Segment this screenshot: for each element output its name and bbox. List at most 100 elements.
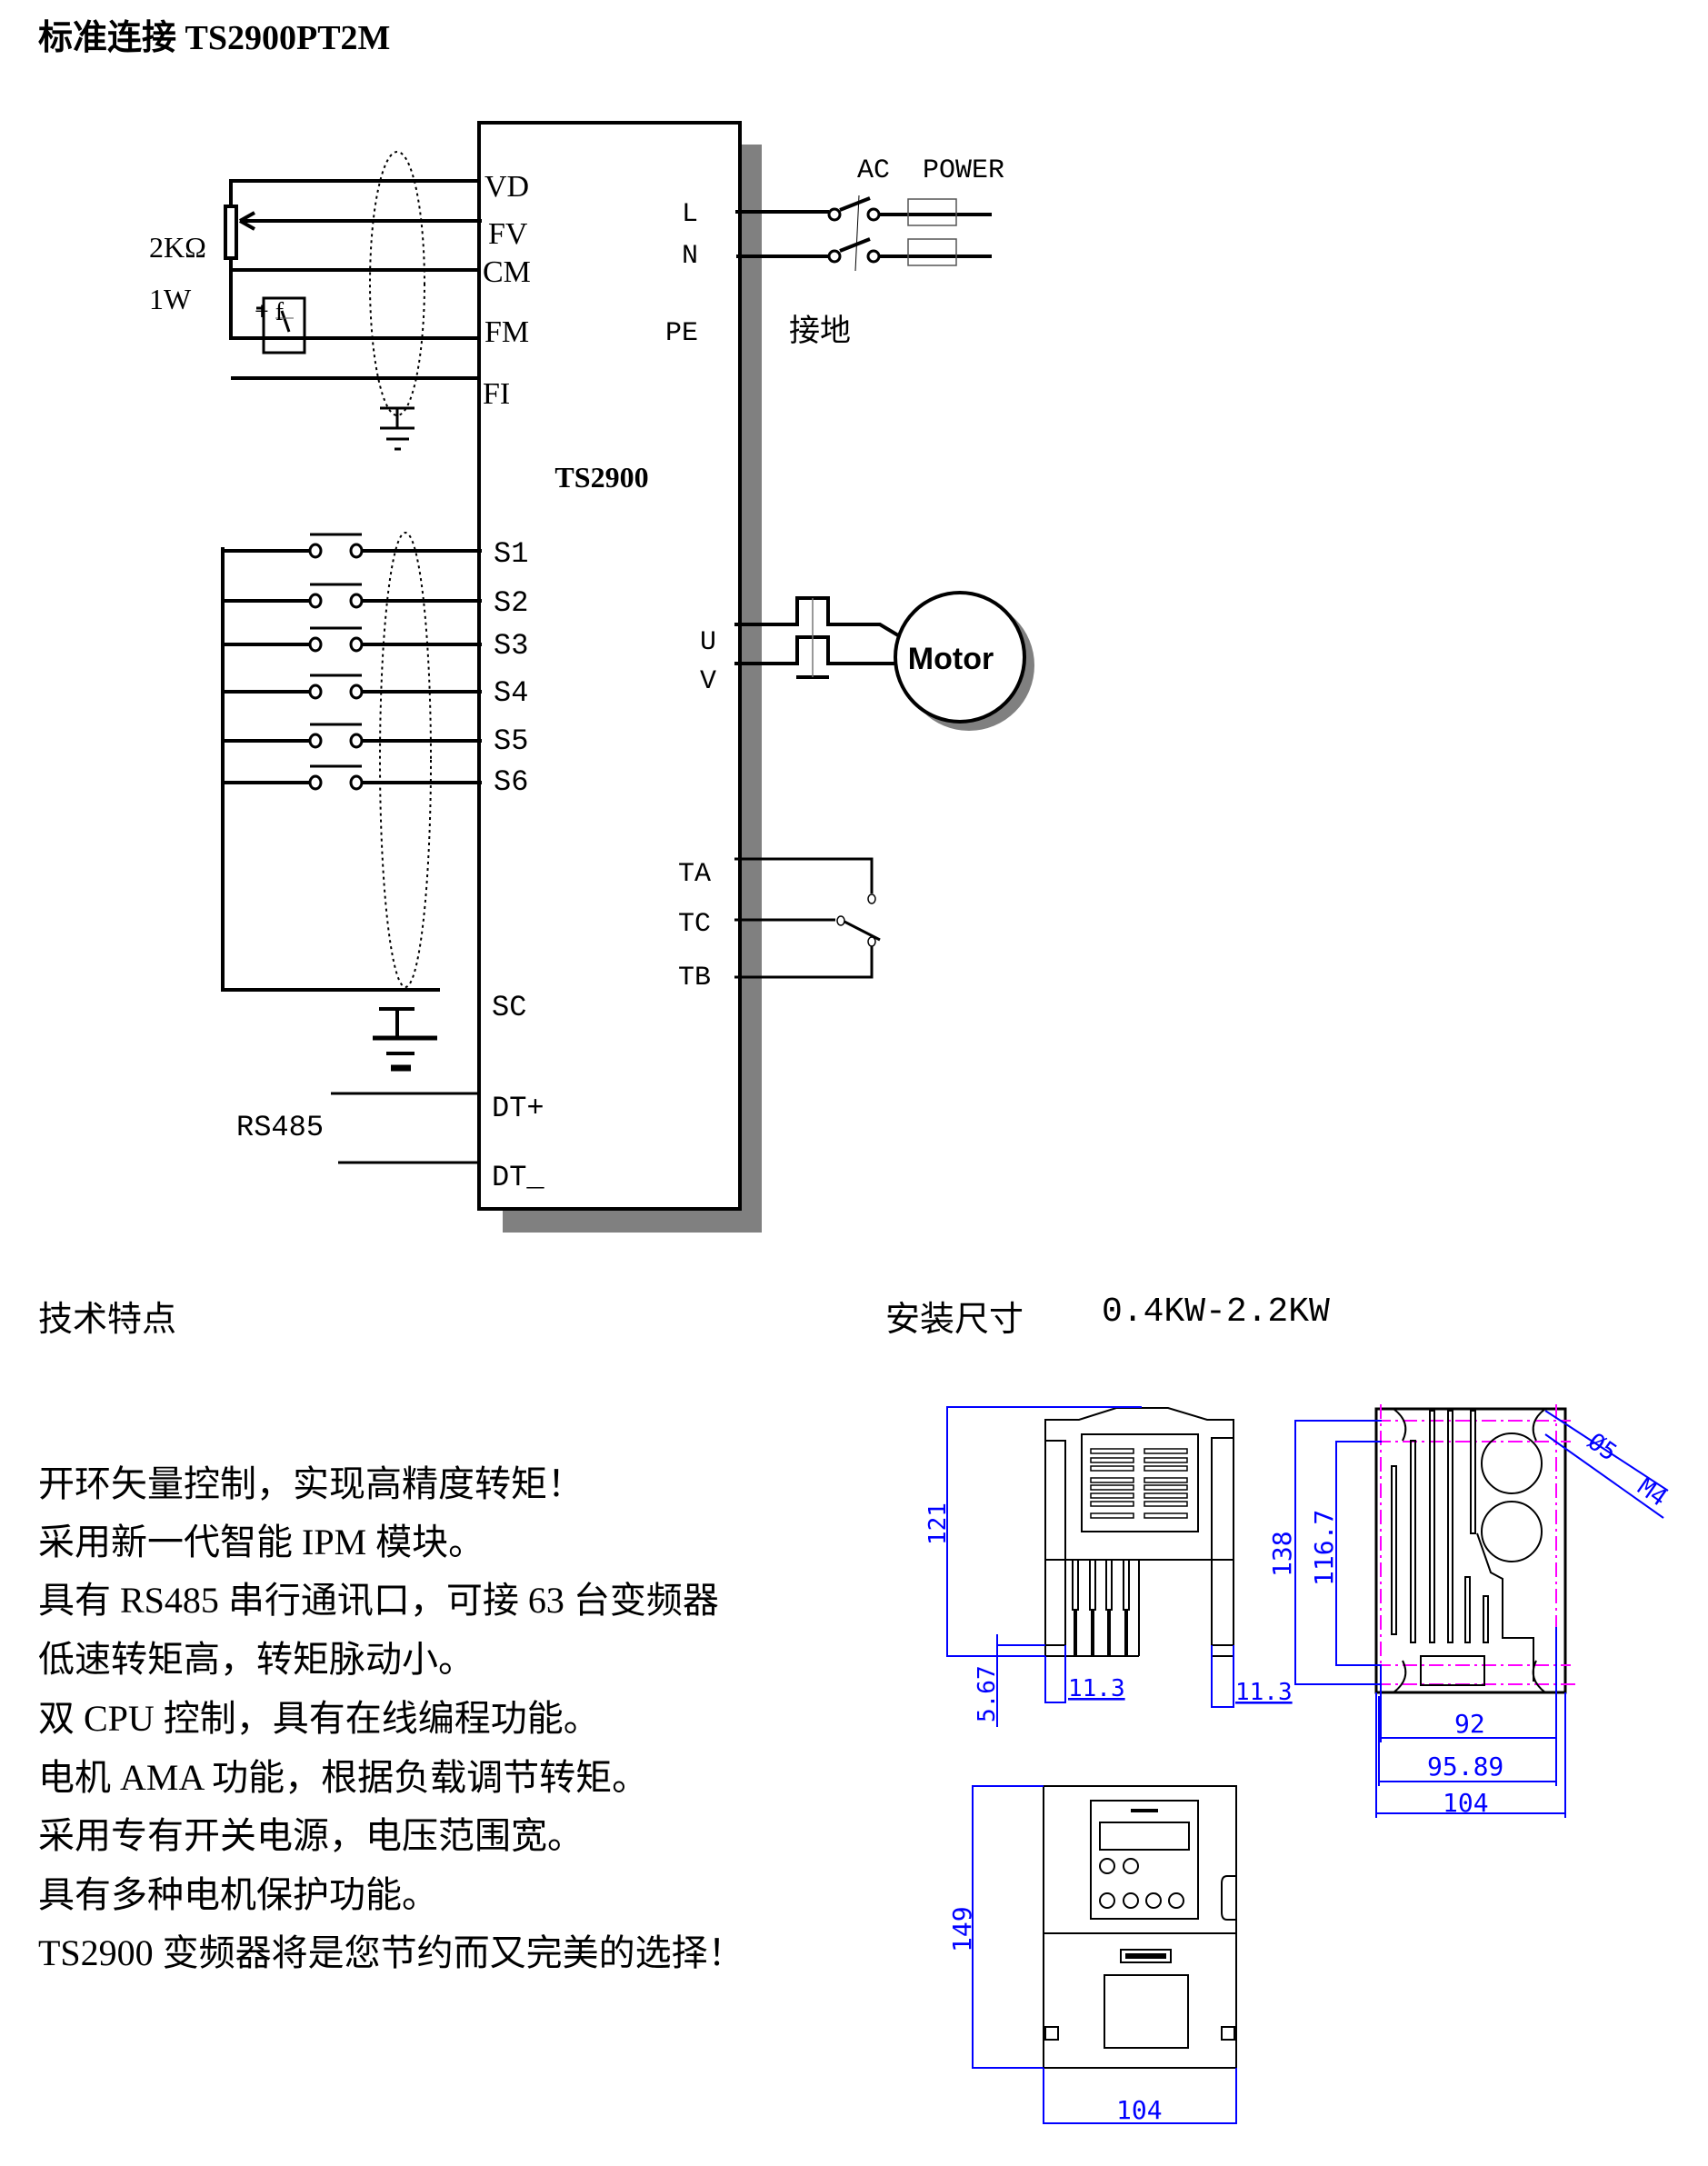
terminal-dt-minus: DT_ bbox=[492, 1161, 544, 1194]
vent-slot bbox=[1144, 1501, 1188, 1507]
feature-item: 双 CPU 控制，具有在线编程功能。 bbox=[38, 1698, 600, 1739]
terminal-fv: FV bbox=[488, 217, 528, 251]
vent-slot bbox=[1144, 1484, 1188, 1491]
vent-slot bbox=[1144, 1457, 1188, 1463]
dim-front-height: 149 bbox=[947, 1906, 977, 1952]
terminal-s6: S6 bbox=[494, 765, 528, 799]
terminal-tb: TB bbox=[678, 963, 711, 993]
terminal-sc: SC bbox=[492, 991, 526, 1024]
terminal-fm: FM bbox=[484, 315, 529, 349]
terminal-ta: TA bbox=[678, 859, 711, 890]
rs485-wiring bbox=[331, 1092, 481, 1164]
title-model: TS2900PT2M bbox=[185, 19, 391, 57]
terminal-s2: S2 bbox=[494, 586, 528, 620]
vent-slot bbox=[1144, 1448, 1188, 1454]
terminal-l: L bbox=[682, 199, 698, 230]
side-view: 121 5.67 11.3 11.3 bbox=[924, 1406, 1293, 1727]
dim-back-width-mount: 92 bbox=[1454, 1709, 1485, 1739]
input-switches bbox=[223, 533, 482, 791]
potentiometer-icon bbox=[224, 205, 238, 260]
terminal-v: V bbox=[700, 666, 716, 697]
dim-hole-label: Ø5 bbox=[1583, 1428, 1622, 1467]
terminal-dt-plus: DT+ bbox=[492, 1092, 544, 1125]
switch-s1-icon bbox=[223, 533, 482, 559]
vent-slot bbox=[1144, 1477, 1188, 1483]
vent-slot bbox=[1090, 1457, 1134, 1463]
ac-power-wiring bbox=[735, 196, 992, 264]
vent-slot bbox=[1144, 1512, 1188, 1519]
ground-label: 接地 bbox=[789, 314, 851, 348]
feature-item: 电机 AMA 功能，根据负载调节转矩。 bbox=[38, 1757, 649, 1798]
frequency-meter-icon bbox=[256, 296, 306, 354]
dim-back-width-outer: 104 bbox=[1443, 1788, 1489, 1818]
feature-item: 采用专有开关电源，电压范围宽。 bbox=[38, 1815, 584, 1856]
terminal-u: U bbox=[700, 627, 716, 658]
vent-slot bbox=[1144, 1465, 1188, 1472]
digital-input-labels: S1 S2 S3 S4 S5 S6 SC bbox=[492, 537, 528, 1024]
dim-back-height-outer: 138 bbox=[1267, 1531, 1297, 1577]
drive-box bbox=[477, 121, 742, 1211]
dim-side-height: 121 bbox=[924, 1502, 952, 1545]
vent-slot bbox=[1090, 1501, 1134, 1507]
terminal-fi: FI bbox=[483, 377, 510, 411]
title-cn: 标准连接 bbox=[38, 19, 177, 57]
common-bus bbox=[221, 547, 440, 992]
fuse-n-icon bbox=[907, 238, 957, 266]
vent-slot bbox=[1144, 1492, 1188, 1499]
dim-front-width: 104 bbox=[1116, 2095, 1163, 2125]
terminal-s5: S5 bbox=[494, 724, 528, 758]
motor-icon bbox=[894, 591, 1026, 724]
terminal-n: N bbox=[682, 241, 698, 272]
motor-label: Motor bbox=[908, 642, 994, 676]
wiring-diagram: TS2900 VD FV CM FM FI 2KΩ 1W + f L bbox=[149, 121, 1034, 1233]
relay-wiring bbox=[734, 857, 881, 979]
feature-item: 开环矢量控制，实现高精度转矩！ bbox=[38, 1463, 584, 1504]
rs485-label: RS485 bbox=[236, 1111, 324, 1144]
features-heading: 技术特点 bbox=[38, 1301, 177, 1339]
switch-linkage bbox=[854, 195, 860, 272]
shield-upper bbox=[369, 151, 425, 416]
ground-icon bbox=[380, 406, 415, 451]
vent-slot bbox=[1090, 1512, 1134, 1519]
switch-s2-icon bbox=[223, 583, 482, 609]
relay-terminal-labels: TA TC TB bbox=[678, 859, 711, 993]
vent-slot bbox=[1090, 1448, 1134, 1454]
back-view: 138 116.7 92 95.89 104 Ø5 M4 bbox=[1267, 1404, 1672, 1818]
analog-terminal-labels: VD FV CM FM FI bbox=[483, 170, 531, 411]
shield-lower bbox=[379, 532, 432, 988]
power-terminal-labels: L N PE bbox=[665, 199, 698, 349]
vent-slot bbox=[1090, 1492, 1134, 1499]
dim-screw-label: M4 bbox=[1633, 1473, 1672, 1512]
terminal-tc: TC bbox=[678, 909, 711, 940]
power-range: 0.4KW-2.2KW bbox=[1102, 1293, 1330, 1332]
switch-s4-icon bbox=[223, 674, 482, 700]
front-view: 149 104 bbox=[947, 1785, 1237, 2125]
dim-side-right: 11.3 bbox=[1235, 1679, 1293, 1706]
feature-item: 具有 RS485 串行通讯口，可接 63 台变频器 bbox=[38, 1580, 719, 1621]
feature-item: TS2900 变频器将是您节约而又完美的选择！ bbox=[38, 1932, 744, 1973]
feature-item: 具有多种电机保护功能。 bbox=[38, 1874, 438, 1915]
switch-s6-icon bbox=[223, 764, 482, 791]
feature-item: 低速转矩高，转矩脉动小。 bbox=[38, 1639, 474, 1680]
pot-power: 1W bbox=[149, 283, 192, 315]
terminal-s1: S1 bbox=[494, 537, 528, 571]
vent-slot bbox=[1090, 1484, 1134, 1491]
feature-item: 采用新一代智能 IPM 模块。 bbox=[38, 1522, 485, 1562]
ground-icon-lower bbox=[373, 1007, 437, 1072]
vent-slot bbox=[1090, 1477, 1134, 1483]
terminal-pe: PE bbox=[665, 318, 698, 349]
installation-heading: 安装尺寸 bbox=[885, 1301, 1024, 1339]
switch-s5-icon bbox=[223, 723, 482, 749]
vent-slot bbox=[1090, 1465, 1134, 1472]
relay-contacts bbox=[836, 893, 876, 947]
dim-back-height-mount: 116.7 bbox=[1309, 1510, 1339, 1586]
terminal-s3: S3 bbox=[494, 629, 528, 663]
pot-resistance: 2KΩ bbox=[149, 231, 206, 264]
ac-power-label: AC POWER bbox=[857, 155, 1004, 186]
analog-wiring bbox=[229, 179, 482, 380]
dim-side-offset: 5.67 bbox=[974, 1665, 1001, 1722]
terminal-cm: CM bbox=[483, 255, 531, 289]
page-title: 标准连接 TS2900PT2M bbox=[38, 9, 390, 59]
dim-side-left: 11.3 bbox=[1068, 1675, 1125, 1702]
dim-back-width-inner: 95.89 bbox=[1427, 1752, 1503, 1782]
